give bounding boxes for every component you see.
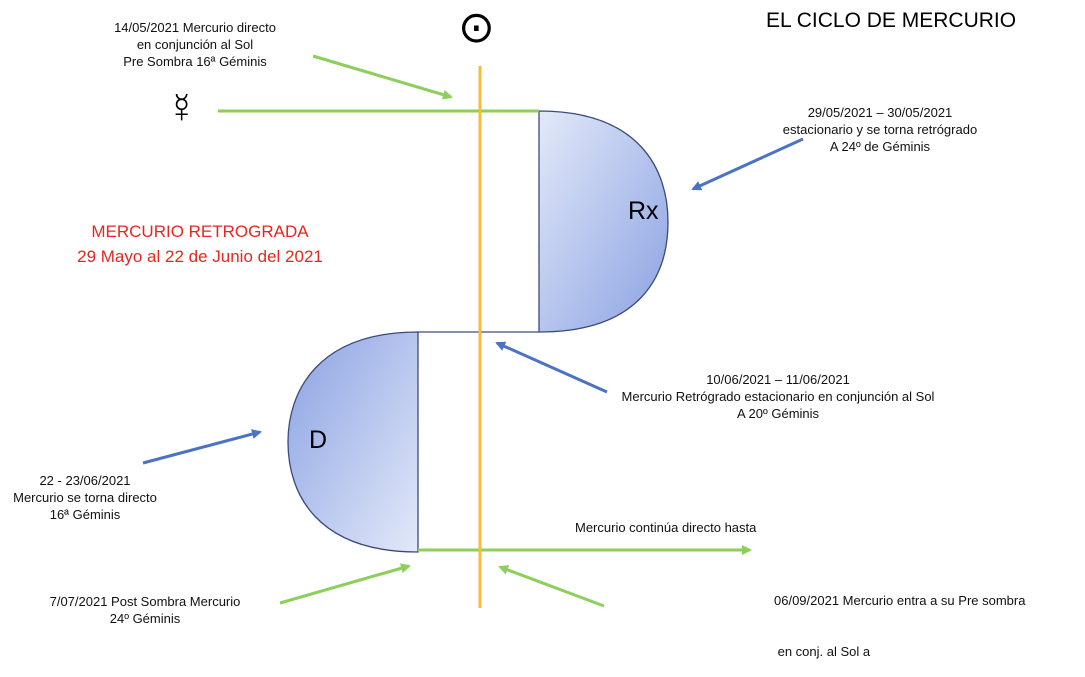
mercury-cycle-diagram: [142, 54, 804, 608]
retrograde-banner-line2: 29 Mayo al 22 de Junio del 2021: [77, 247, 323, 266]
station-direct-arrow: [142, 429, 262, 465]
pre-shadow-arrow: [498, 565, 605, 608]
annotation-line: 06/09/2021 Mercurio entra a su Pre sombr…: [774, 593, 1026, 608]
annotation-line: 29/05/2021 – 30/05/2021: [807, 105, 953, 120]
mercury-symbol-icon: ☿: [166, 84, 198, 131]
annotation-line: Mercurio se torna directo: [13, 490, 157, 505]
annotation-line: 10/06/2021 – 11/06/2021: [706, 372, 850, 387]
retrograde-conjunction-annotation: 10/06/2021 – 11/06/2021 Mercurio Retrógr…: [578, 371, 978, 422]
conjunction-arrow: [312, 54, 453, 100]
station-direct-annotation: 22 - 23/06/2021 Mercurio se torna direct…: [0, 472, 170, 523]
conjunction-annotation: 14/05/2021 Mercurio directo en conjunció…: [70, 19, 320, 70]
retrograde-banner: MERCURIO RETROGRADA 29 Mayo al 22 de Jun…: [55, 219, 345, 269]
annotation-line: en conj. al Sol a: [774, 644, 871, 659]
annotation-line: A 24º de Géminis: [829, 139, 931, 154]
annotation-line: en conjunción al Sol: [136, 37, 254, 52]
retrograde-banner-line1: MERCURIO RETROGRADA: [91, 222, 309, 241]
annotation-line: 22 - 23/06/2021: [39, 473, 131, 488]
annotation-line: 7/07/2021 Post Sombra Mercurio: [49, 594, 241, 609]
sun-symbol-icon: ⊙: [458, 3, 495, 52]
page-title: EL CICLO DE MERCURIO: [766, 9, 1017, 32]
annotation-line: Pre Sombra 16ª Géminis: [123, 54, 267, 69]
pre-shadow-annotation: 06/09/2021 Mercurio entra a su Pre sombr…: [774, 558, 1025, 677]
station-retro-arrow: [691, 137, 804, 191]
annotation-line: estacionario y se torna retrógrado: [782, 122, 978, 137]
direct-half-disc: [287, 331, 419, 553]
annotation-line: A 20º Géminis: [736, 406, 820, 421]
station-retrograde-annotation: 29/05/2021 – 30/05/2021 estacionario y s…: [730, 104, 1030, 155]
continues-direct-annotation: Mercurio continúa directo hasta: [575, 519, 756, 536]
post-shadow-arrow: [279, 563, 411, 605]
annotation-line: 16ª Géminis: [49, 507, 121, 522]
annotation-line: 24º Géminis: [109, 611, 181, 626]
annotation-line: Mercurio continúa directo hasta: [575, 520, 757, 535]
annotation-line: 14/05/2021 Mercurio directo: [114, 20, 276, 35]
post-shadow-annotation: 7/07/2021 Post Sombra Mercurio 24º Gémin…: [20, 593, 270, 627]
retro-conjunction-arrow: [495, 341, 608, 394]
retrograde-half-disc: [538, 110, 669, 333]
d-label: D: [309, 426, 328, 454]
annotation-line: Mercurio Retrógrado estacionario en conj…: [621, 389, 935, 404]
rx-label: Rx: [628, 197, 659, 225]
